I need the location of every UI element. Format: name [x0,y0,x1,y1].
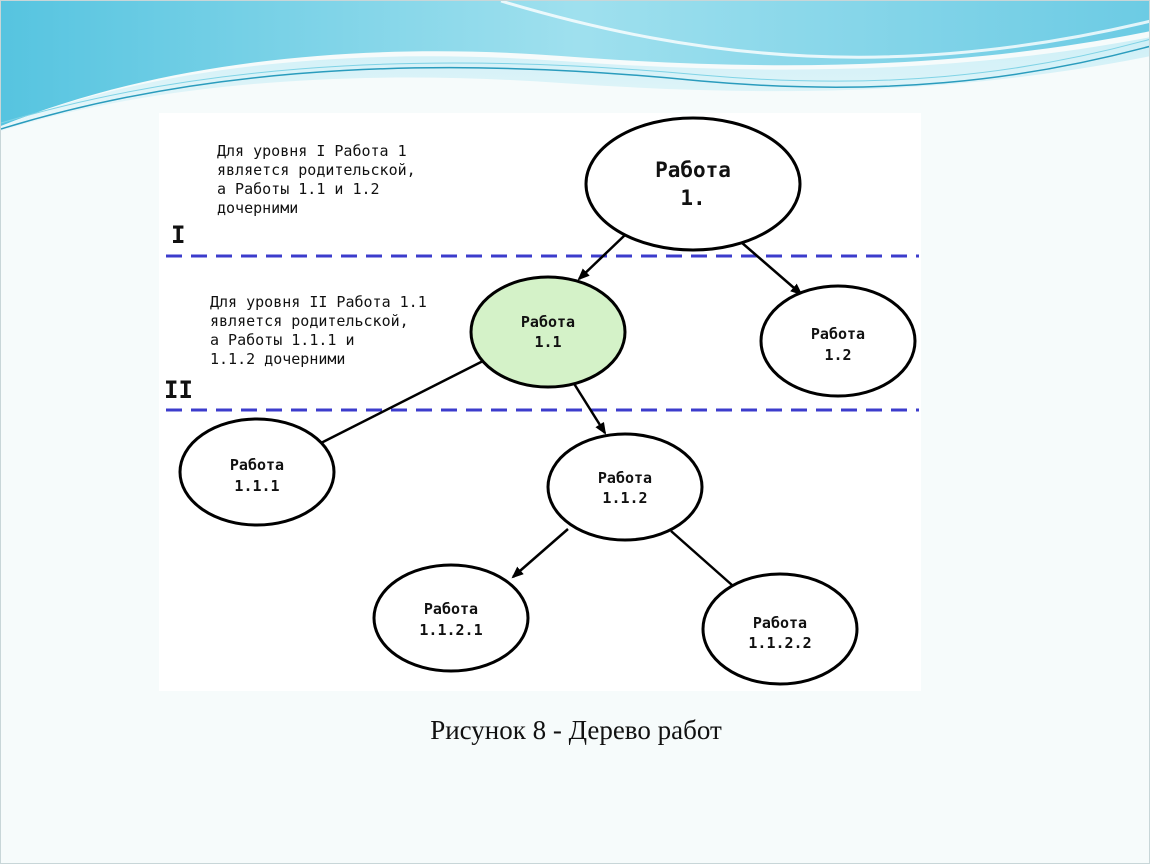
svg-text:1.1.2.2: 1.1.2.2 [748,634,811,652]
edge-n11-n112 [571,381,607,435]
svg-text:а Работы 1.1.1 и: а Работы 1.1.1 и [210,331,355,349]
header-wave-decoration [1,1,1149,131]
edge-n11-n111 [318,359,484,446]
svg-text:Работа: Работа [230,456,284,474]
svg-text:1.1: 1.1 [534,333,561,351]
svg-text:Для уровня I Работа 1: Для уровня I Работа 1 [217,142,407,160]
node-work-1-1-2: Работа 1.1.2 [546,432,704,542]
edge-n1-n11 [577,234,626,281]
svg-text:1.1.2: 1.1.2 [602,489,647,507]
node-work-1-1-2-1: Работа 1.1.2.1 [372,563,530,673]
svg-text:является родительской,: является родительской, [210,312,409,330]
level-2-label: II [164,376,193,404]
svg-text:Работа: Работа [424,600,478,618]
svg-text:дочерними: дочерними [217,199,298,217]
svg-text:1.1.2 дочерними: 1.1.2 дочерними [210,350,345,368]
node-work-1-2: Работа 1.2 [759,284,917,398]
level-2-note: Для уровня II Работа 1.1 является родите… [210,293,427,368]
svg-text:Работа: Работа [598,469,652,487]
svg-text:1.: 1. [680,186,705,210]
edge-n112-n1121 [511,528,569,579]
svg-text:является родительской,: является родительской, [217,161,416,179]
svg-text:Работа: Работа [521,313,575,331]
node-work-1-1-2-2: Работа 1.1.2.2 [701,572,859,686]
svg-text:Работа: Работа [655,158,731,182]
figure-caption: Рисунок 8 - Дерево работ [430,715,722,745]
edge-n112-n1122 [670,530,743,595]
node-work-1: Работа 1. [584,116,802,252]
svg-text:1.1.2.1: 1.1.2.1 [419,621,482,639]
edge-n1-n12 [740,241,803,296]
svg-text:Для уровня II Работа 1.1: Для уровня II Работа 1.1 [210,293,427,311]
svg-text:1.1.1: 1.1.1 [234,477,279,495]
node-work-1-1: Работа 1.1 [469,275,627,389]
svg-text:Работа: Работа [753,614,807,632]
level-1-label: I [171,221,185,249]
svg-text:1.2: 1.2 [824,346,851,364]
level-1-note: Для уровня I Работа 1 является родительс… [217,142,416,217]
svg-text:Работа: Работа [811,325,865,343]
svg-text:а Работы 1.1 и 1.2: а Работы 1.1 и 1.2 [217,180,380,198]
node-work-1-1-1: Работа 1.1.1 [178,417,336,527]
